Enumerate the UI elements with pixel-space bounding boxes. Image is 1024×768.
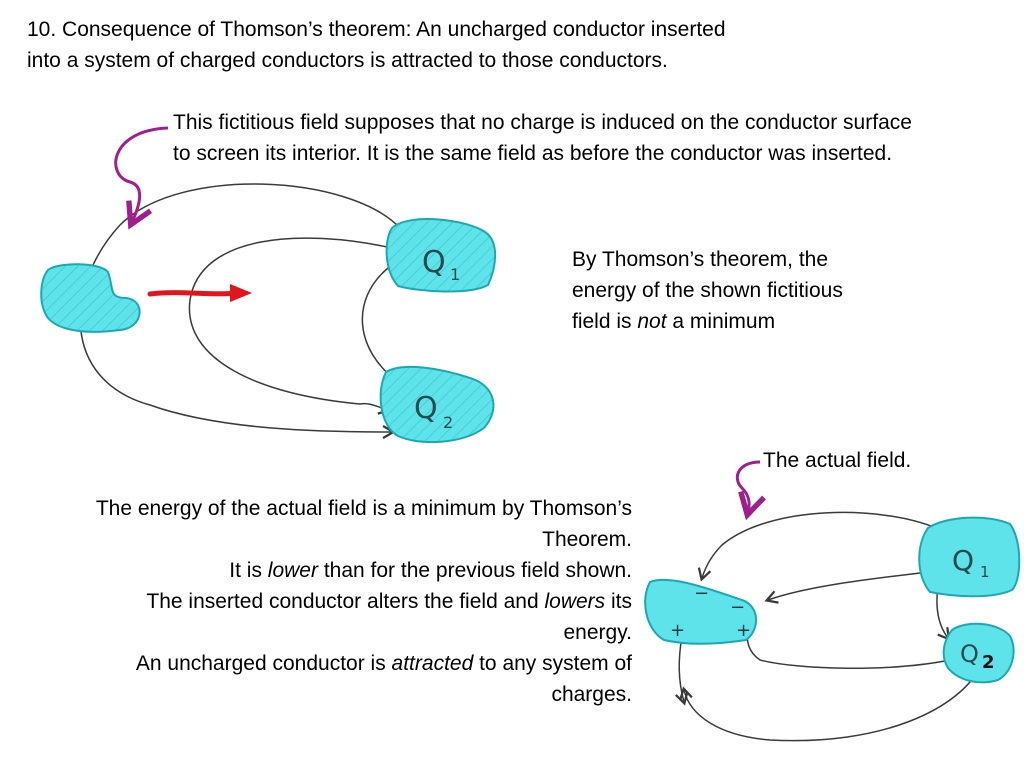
plus-charge-1: + bbox=[670, 620, 685, 641]
conductor-q2-actual bbox=[942, 622, 1015, 684]
para-line-7: charges. bbox=[551, 683, 632, 706]
para-line-3: It is lower than for the previous field … bbox=[229, 559, 632, 582]
slide-number: 2 bbox=[982, 652, 995, 673]
title-line-1: 10. Consequence of Thomson’s theorem: An… bbox=[27, 18, 726, 41]
minus-charge-2: − bbox=[730, 597, 745, 618]
para-emphasis-lower: lower bbox=[267, 559, 318, 582]
plus-charge-2: + bbox=[736, 620, 751, 641]
thomson-note-line-3-post: a minimum bbox=[666, 310, 776, 333]
para-emphasis-lowers: lowers bbox=[544, 590, 606, 613]
para-line-4: The inserted conductor alters the field … bbox=[146, 590, 632, 613]
q1-label-fictitious: Q bbox=[422, 245, 446, 280]
energy-paragraph: The energy of the actual field is a mini… bbox=[20, 493, 632, 710]
q2-sub-fictitious: 2 bbox=[443, 413, 453, 432]
para-line-1: The energy of the actual field is a mini… bbox=[95, 497, 632, 520]
para-line-6: An uncharged conductor is attracted to a… bbox=[135, 652, 632, 675]
q2-label-fictitious: Q bbox=[414, 391, 438, 426]
conductor-q1-actual bbox=[918, 516, 1021, 598]
slide-title: 10. Consequence of Thomson’s theorem: An… bbox=[27, 14, 987, 76]
pointer-fictitious bbox=[114, 126, 169, 230]
thomson-note-line-3-pre: field is bbox=[572, 310, 638, 333]
q1-sub-actual: 1 bbox=[980, 563, 990, 581]
attraction-arrow bbox=[147, 284, 252, 302]
title-line-2: into a system of charged conductors is a… bbox=[27, 49, 668, 72]
fictitious-field-note: This fictitious field supposes that no c… bbox=[173, 107, 1013, 169]
fictitious-note-line-2: to screen its interior. It is the same f… bbox=[173, 142, 893, 165]
minus-charge-1: − bbox=[694, 583, 709, 604]
fictitious-note-line-1: This fictitious field supposes that no c… bbox=[173, 111, 912, 134]
thomson-note-line-1: By Thomson’s theorem, the bbox=[572, 248, 829, 271]
para-emphasis-attracted: attracted bbox=[391, 652, 474, 675]
actual-field-diagram: − − + + Q 1 Q 2 bbox=[644, 460, 1021, 742]
thomson-note-line-2: energy of the shown fictitious bbox=[572, 279, 843, 302]
para-line-2: Theorem. bbox=[542, 528, 632, 551]
thomson-note-emphasis: not bbox=[637, 310, 667, 333]
actual-field-note: The actual field. bbox=[763, 449, 912, 472]
induced-conductor-actual bbox=[644, 578, 757, 645]
q2-label-actual: Q bbox=[960, 640, 979, 668]
fictitious-field-diagram: Q 1 Q 2 bbox=[40, 126, 497, 444]
pointer-actual bbox=[736, 460, 766, 521]
q1-sub-fictitious: 1 bbox=[450, 265, 460, 284]
thomson-theorem-note: By Thomson’s theorem, the energy of the … bbox=[572, 244, 902, 337]
q1-label-actual: Q bbox=[952, 544, 974, 577]
para-line-5: energy. bbox=[563, 621, 633, 644]
